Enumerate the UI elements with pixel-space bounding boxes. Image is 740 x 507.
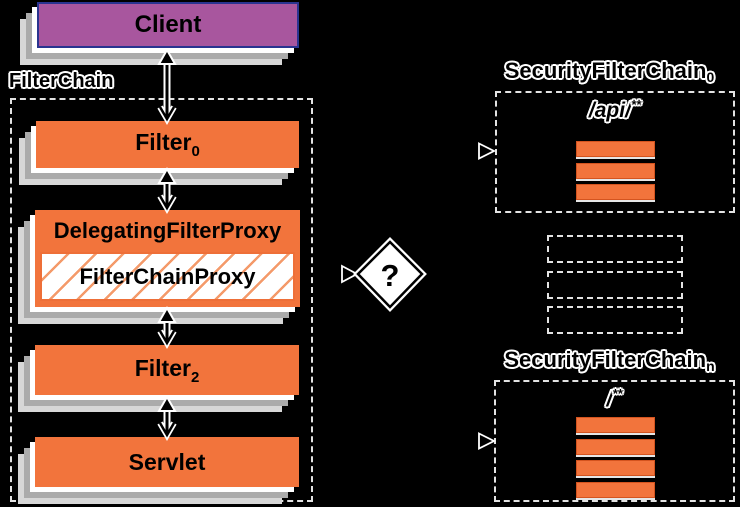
security-filter-chain-n-pattern-wildcard: ** <box>612 386 623 401</box>
filter-bar <box>576 438 655 455</box>
line-decision-to-chainN <box>419 273 483 441</box>
security-filter-chain-0-subscript: 0 <box>706 69 715 85</box>
security-filter-chain-n-subscript: n <box>706 358 715 374</box>
filter0-label: Filter0 <box>135 129 200 160</box>
arrowhead-into-decision <box>341 264 359 284</box>
arrowhead-into-chainN <box>478 432 497 450</box>
ellipsis-chain-stack <box>547 235 683 335</box>
filter-bar <box>576 184 655 200</box>
filter2-label-text: Filter <box>134 354 191 381</box>
filter-bar <box>576 417 655 433</box>
security-filter-chain-n-title: SecurityFilterChainn <box>487 347 732 374</box>
security-filter-chain-0-title: SecurityFilterChain0 <box>487 58 732 85</box>
delegating-filter-proxy-label: DelegatingFilterProxy <box>53 218 282 243</box>
servlet-box: Servlet <box>35 437 299 487</box>
filter-chain-proxy-label: FilterChainProxy <box>79 263 256 289</box>
servlet-label: Servlet <box>128 448 206 475</box>
client-box: Client <box>37 2 299 48</box>
security-filter-chain-0-pattern-wildcard: ** <box>630 97 642 112</box>
decision-question-mark: ? <box>381 258 400 293</box>
line-decision-to-chain0 <box>419 151 483 275</box>
filter-chain-proxy-box: FilterChainProxy <box>40 252 295 301</box>
security-filter-chain-0-box: /api/** <box>495 91 735 213</box>
filter0-label-text: Filter <box>135 129 192 155</box>
collapsed-chain-box <box>547 306 683 334</box>
security-filter-chain-n-pattern-text: / <box>606 388 613 411</box>
filter-bar <box>576 460 655 476</box>
filter-bar <box>576 162 655 179</box>
filter2-label: Filter2 <box>135 355 200 386</box>
client-label: Client <box>134 11 202 38</box>
filter2-box: Filter2 <box>35 345 299 395</box>
security-filter-chain-0-title-text: SecurityFilterChain <box>504 58 707 83</box>
security-filter-chain-n-pattern: /** <box>496 386 733 412</box>
collapsed-chain-box <box>547 270 683 299</box>
filter0-subscript: 0 <box>191 143 200 160</box>
filter-bar <box>576 141 655 157</box>
security-filter-chain-0-pattern: /api/** <box>497 97 733 123</box>
collapsed-chain-box <box>547 235 683 263</box>
arrowhead-into-chain0 <box>478 142 497 160</box>
filter-bar <box>576 481 655 498</box>
security-filter-chain-0-pattern-text: /api/ <box>588 99 631 122</box>
security-filter-chain-n-box: /** <box>494 380 735 502</box>
filter2-subscript: 2 <box>190 368 200 386</box>
filter-chain-container <box>10 98 313 502</box>
filter-chain-title: FilterChain <box>9 70 114 92</box>
delegating-filter-proxy-box: DelegatingFilterProxy FilterChainProxy <box>35 210 300 307</box>
security-filter-chain-n-title-text: SecurityFilterChain <box>504 347 707 372</box>
filter0-box: Filter0 <box>36 121 299 168</box>
decision-diamond: ? <box>353 237 427 313</box>
